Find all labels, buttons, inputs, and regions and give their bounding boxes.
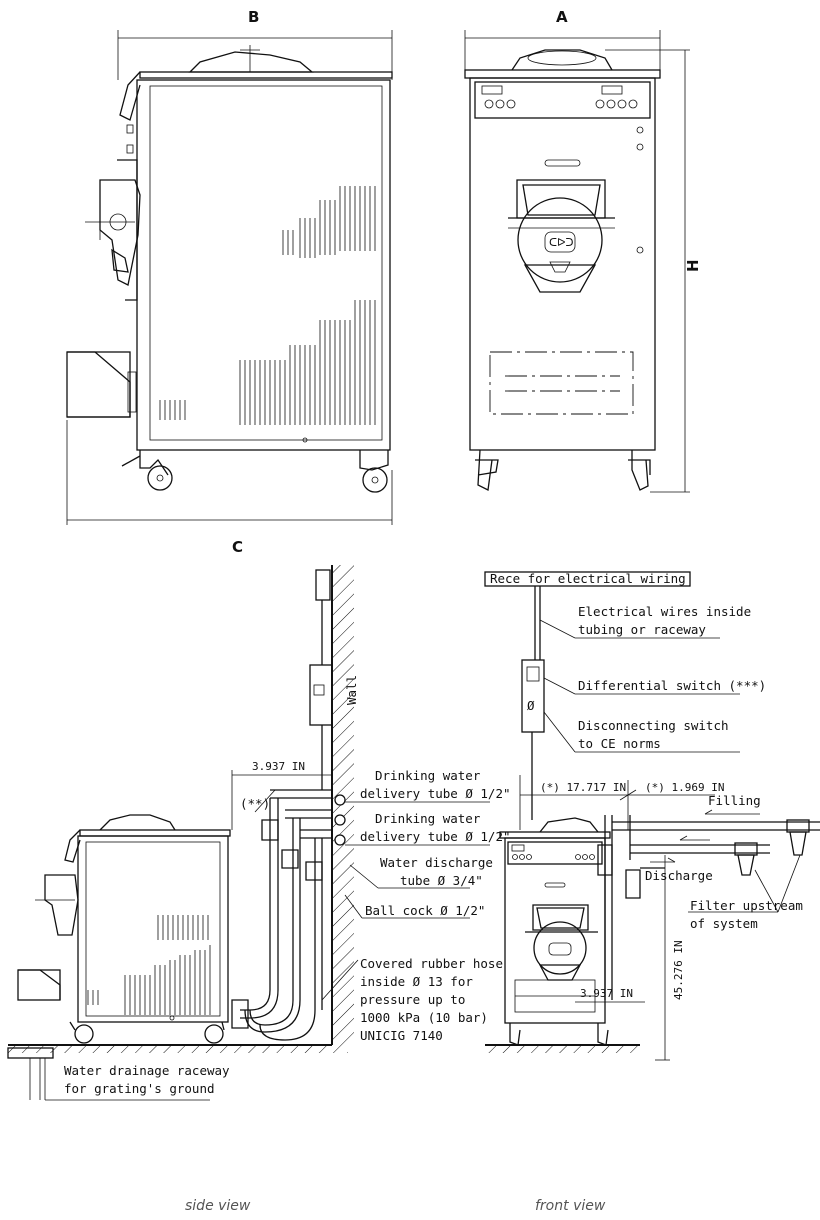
dim-front-1969: (*) 1.969 IN [645,781,724,794]
drinking-water-1b: delivery tube Ø 1/2" [360,786,511,801]
hose-label-3: pressure up to [360,992,465,1007]
bottom-front-view: Rece for electrical wiring Ø Electrical … [484,571,820,1061]
disconnect-label-1: Disconnecting switch [578,718,729,733]
caption-front-view: front view [535,1198,606,1214]
discharge-label: Discharge [645,868,713,883]
drain-label-2: for grating's ground [64,1081,215,1096]
double-star-label: (**) [240,796,270,811]
svg-text:ᑕᐅᑐ: ᑕᐅᑐ [549,236,574,249]
dim-front-3937: 3.937 IN [580,987,633,1000]
water-discharge-a: Water discharge [380,855,493,870]
dim-front-17717: (*) 17.717 IN [540,781,626,794]
top-side-view: B [66,8,393,556]
filling-label: Filling [708,793,761,808]
label-c: C [232,538,243,556]
wires-label-1: Electrical wires inside [578,604,751,619]
hose-label-4: 1000 kPa (10 bar) [360,1010,488,1025]
filter-label-1: Filter upstream [690,898,803,913]
drain-label-1: Water drainage raceway [64,1063,230,1078]
disconnect-label-2: to CE norms [578,736,661,751]
wires-label-2: tubing or raceway [578,622,706,637]
drinking-water-2b: delivery tube Ø 1/2" [360,829,511,844]
dim-front-45276: 45.276 IN [672,940,685,1000]
hose-label-1: Covered rubber hose [360,956,503,971]
hose-label-5: UNICIG 7140 [360,1028,443,1043]
svg-text:Ø: Ø [527,698,535,713]
drinking-water-1a: Drinking water [375,768,481,783]
dim-side-3937: 3.937 IN [252,760,305,773]
differential-label: Differential switch (***) [578,678,766,693]
wall-label: Wall [344,675,359,705]
bottom-side-view: Wall Water drainage raceway for grating'… [7,565,511,1101]
water-discharge-b: tube Ø 3/4" [400,873,483,888]
label-h: H [684,259,702,272]
label-a: A [556,8,568,26]
label-b: B [248,8,259,26]
filter-label-2: of system [690,916,758,931]
drinking-water-2a: Drinking water [375,811,481,826]
caption-side-view: side view [185,1198,251,1214]
raceway-label: Rece for electrical wiring [490,571,686,586]
top-front-view: A ᑕᐅᑐ [464,8,702,493]
ball-cock-label: Ball cock Ø 1/2" [365,903,485,918]
hose-label-2: inside Ø 13 for [360,974,473,989]
